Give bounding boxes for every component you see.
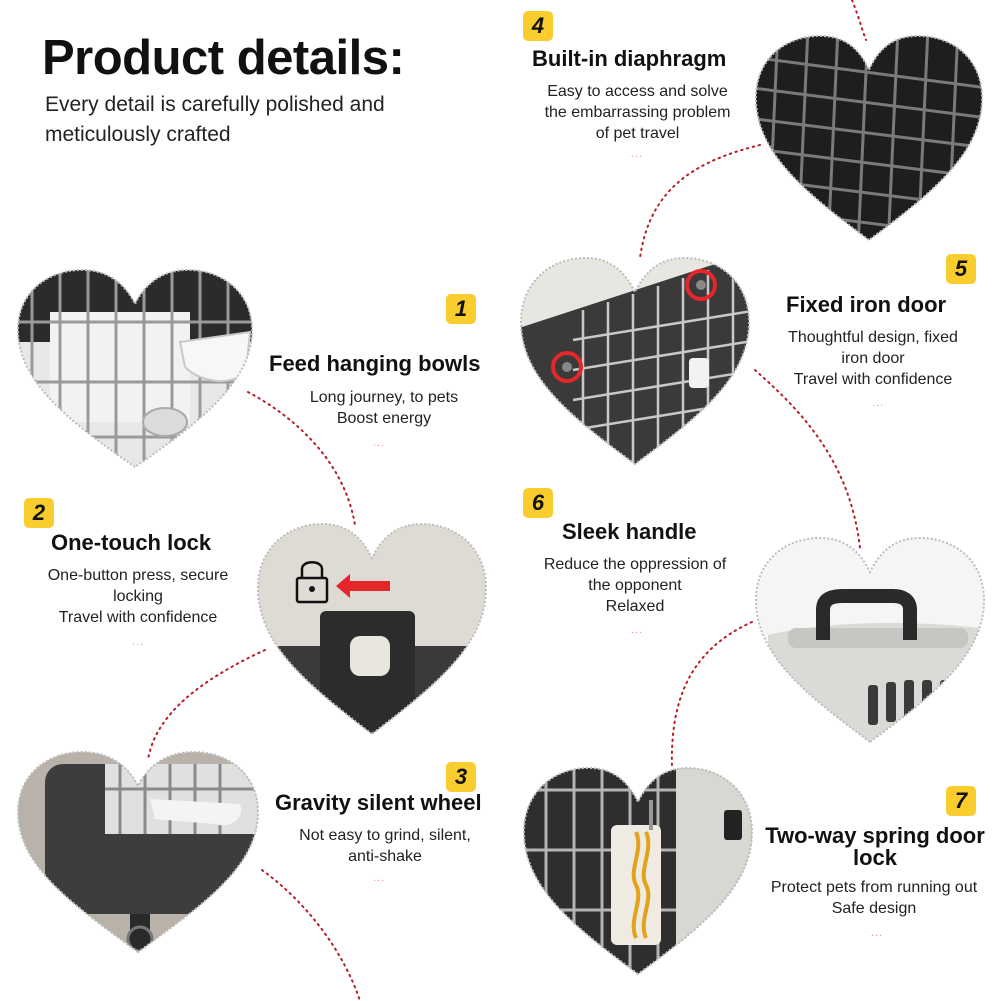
feature-4-desc-line: of pet travel [595, 125, 680, 142]
heart-image-spring-lock [522, 766, 754, 976]
feature-3-number-badge: 3 [446, 762, 476, 792]
feature-1-more-dots: ... [373, 437, 386, 449]
feature-7-number-badge: 7 [946, 786, 976, 816]
heart-image-handle [754, 536, 986, 744]
feature-5-number-badge: 5 [946, 254, 976, 284]
feature-3-desc-line: anti-shake [348, 848, 422, 865]
feature-6-more-dots: ... [631, 624, 644, 636]
page-subtitle: Every detail is carefully polished and m… [45, 93, 385, 146]
feature-6-title: Sleek handle [562, 519, 697, 544]
feature-2-desc-line: One-button press, secure [47, 567, 229, 584]
feature-2-desc-line: locking [113, 588, 163, 605]
feature-2-number-badge: 2 [24, 498, 54, 528]
feature-3-title: Gravity silent wheel [275, 790, 482, 815]
feature-4-title: Built-in diaphragm [532, 46, 727, 71]
feature-1-desc-line: Boost energy [336, 410, 432, 427]
feature-2-desc-line: Travel with confidence [58, 609, 218, 626]
feature-3-more-dots: ... [373, 872, 386, 884]
feature-6-desc-line: Relaxed [605, 598, 665, 615]
feature-6-desc-line: Reduce the oppression of [543, 556, 727, 573]
feature-2-more-dots: ... [132, 636, 145, 648]
feature-3-desc-line: Not easy to grind, silent, [299, 827, 471, 844]
padlock-icon [295, 561, 329, 604]
heart-image-iron-door [519, 256, 751, 466]
feature-5-more-dots: ... [872, 397, 885, 409]
feature-1-title: Feed hanging bowls [269, 351, 481, 376]
feature-7-more-dots: ... [871, 927, 884, 939]
feature-7-desc-line: Safe design [831, 900, 917, 917]
heart-image-lock [256, 522, 488, 736]
feature-6-number-badge: 6 [523, 488, 553, 518]
heart-image-wheel [16, 750, 260, 954]
feature-4-more-dots: ... [631, 148, 644, 160]
feature-5-desc-line: iron door [841, 350, 905, 367]
feature-4-number-badge: 4 [523, 11, 553, 41]
feature-1-number-badge: 1 [446, 294, 476, 324]
page-title: Product details: [42, 31, 405, 85]
feature-5-desc-line: Thoughtful design, fixed [788, 329, 958, 346]
feature-4-desc-line: the embarrassing problem [544, 104, 731, 121]
feature-7-desc-line: Protect pets from running out [770, 879, 978, 896]
heart-image-hanging-bowl [16, 268, 254, 469]
feature-5-desc-line: Travel with confidence [793, 371, 953, 388]
feature-2-title: One-touch lock [51, 530, 212, 555]
feature-6-desc-line: the opponent [588, 577, 682, 594]
feature-7-title: Two-way spring door lock [765, 823, 985, 870]
feature-5-title: Fixed iron door [786, 292, 947, 317]
heart-image-diaphragm [754, 34, 984, 242]
feature-1-desc-line: Long journey, to pets [309, 389, 459, 406]
feature-4-desc-line: Easy to access and solve [547, 83, 728, 100]
